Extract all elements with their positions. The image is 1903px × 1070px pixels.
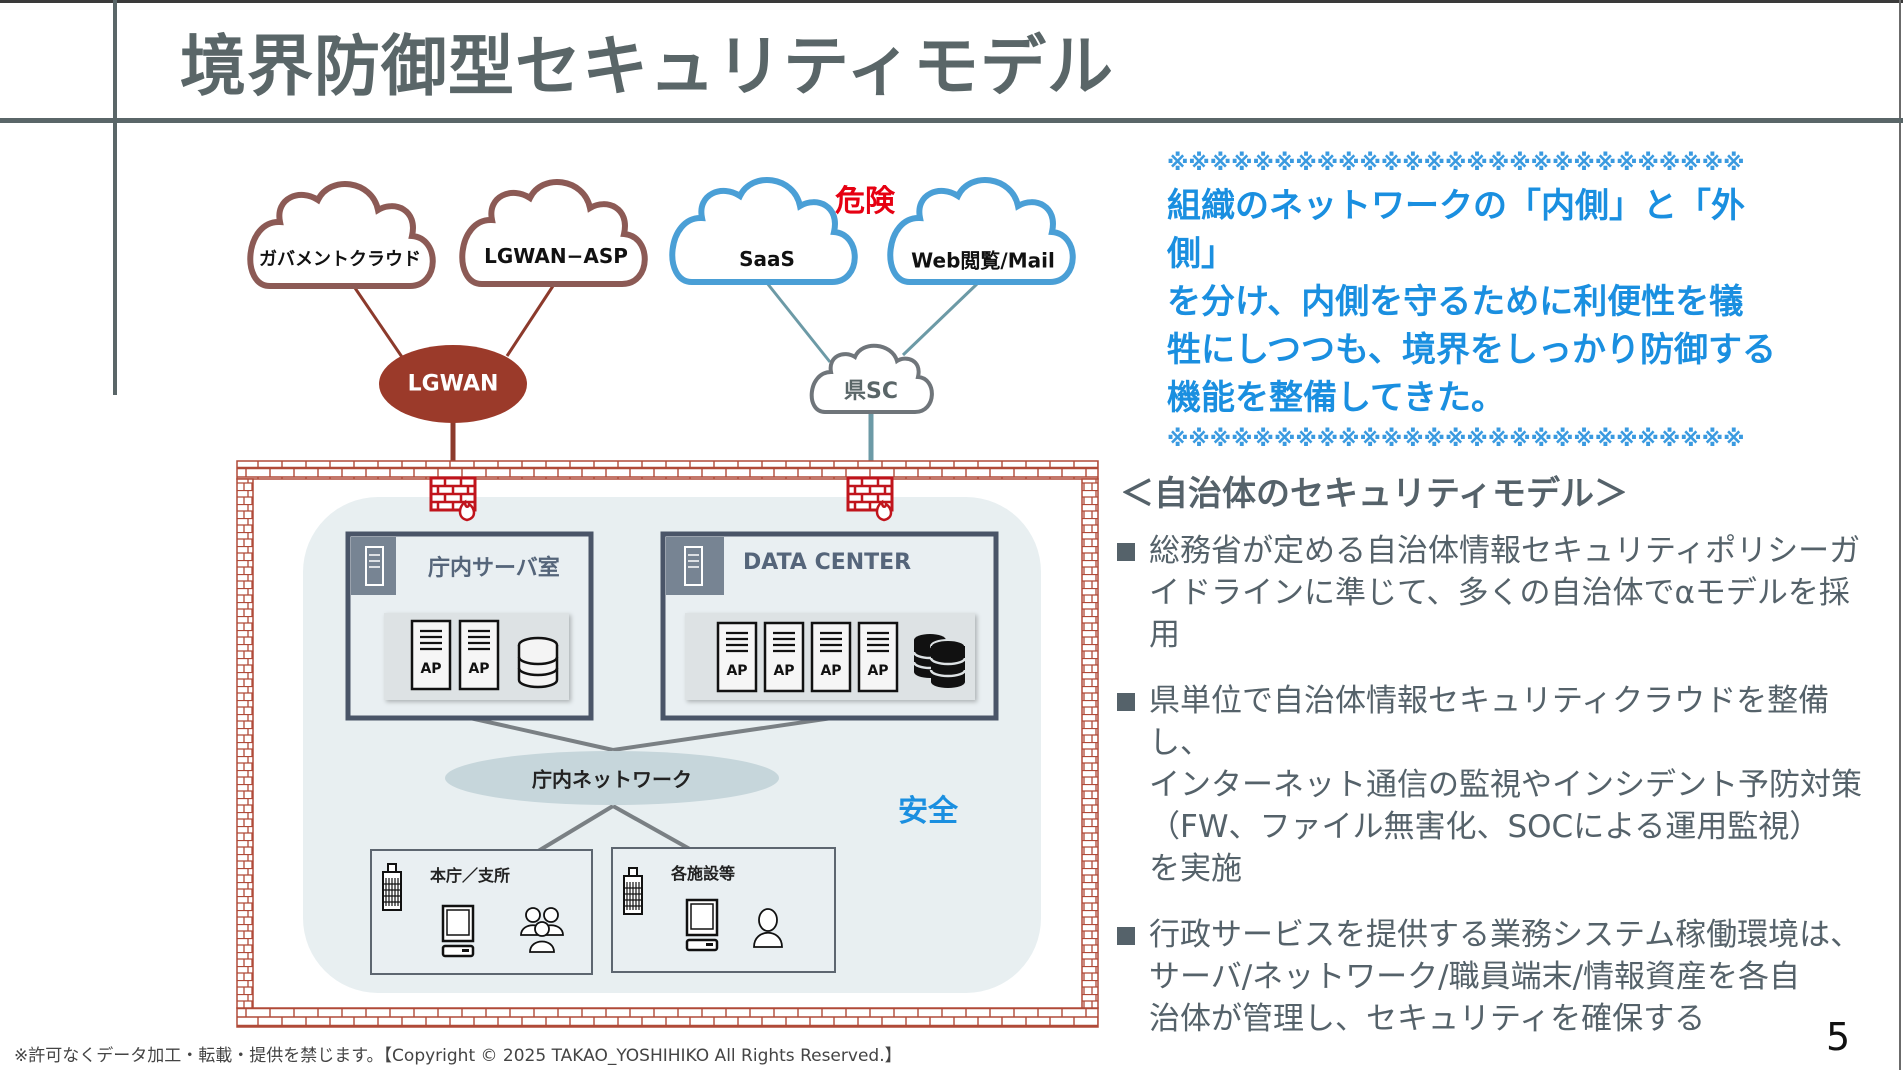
internal-network-node [445, 751, 779, 805]
group-users-icon [520, 907, 564, 953]
bullet-line: イドラインに準じて、多くの自治体でαモデルを採用 [1149, 575, 1850, 653]
bullet-line: 治体が管理し、セキュリティを確保する [1149, 1001, 1706, 1037]
internet-links [765, 281, 980, 462]
ap-server-label: AP [773, 663, 795, 679]
bullet-item: 総務省が定める自治体情報セキュリティポリシーガ イドラインに準じて、多くの自治体… [1117, 530, 1877, 656]
danger-label: 危険 [835, 184, 895, 219]
bullet-square-icon [1117, 693, 1135, 711]
callout-text: 組織のネットワークの「内側」と「外側」 を分け、内側を守るために利便性を犠 牲に… [1167, 182, 1787, 422]
bullet-item: 県単位で自治体情報セキュリティクラウドを整備し、 インターネット通信の監視やイン… [1117, 680, 1877, 890]
firewall-icon [429, 476, 477, 522]
bullet-square-icon [1117, 543, 1135, 561]
building-icon [382, 863, 402, 911]
lgwan-links [353, 285, 555, 462]
internal-network-label: 庁内ネットワーク [532, 767, 692, 792]
ap-server-label: AP [820, 663, 842, 679]
office-main-label: 本庁／支所 [430, 866, 511, 885]
ap-server-icon [716, 621, 758, 693]
ap-server-icon [458, 619, 500, 691]
callout-line: を分け、内側を守るために利便性を犠 [1167, 282, 1744, 322]
callout-border-bottom: ※※※※※※※※※※※※※※※※※※※※※※※※※※※ [1167, 427, 1745, 452]
bullet-list: 総務省が定める自治体情報セキュリティポリシーガ イドラインに準じて、多くの自治体… [1117, 530, 1877, 1064]
user-icon [753, 908, 783, 948]
lgwan-asp-cloud-label: LGWAN−ASP [484, 244, 628, 268]
pref-sc-cloud-shape [809, 343, 934, 414]
bullet-line: （FW、ファイル無害化、SOCによる運用監視） [1149, 809, 1821, 845]
bullet-line: を実施 [1149, 851, 1242, 887]
building-icon [623, 867, 643, 915]
copyright-footer: ※許可なくデータ加工・転載・提供を禁じます。【Copyright © 2025 … [14, 1046, 902, 1066]
database-icon [517, 636, 559, 689]
safe-label: 安全 [898, 794, 958, 829]
ap-server-icon [763, 621, 805, 693]
firewall-icon [846, 476, 894, 522]
section-heading: ＜自治体のセキュリティモデル＞ [1120, 474, 1628, 514]
saas-cloud-shape [669, 177, 858, 285]
ap-server-label: AP [420, 661, 442, 677]
bullet-square-icon [1117, 927, 1135, 945]
lgwan-node [379, 345, 527, 423]
top-border [0, 0, 1903, 3]
gov-cloud-shape [247, 181, 436, 289]
ap-server-icon [857, 621, 899, 693]
office-facilities-label: 各施設等 [671, 864, 736, 883]
ap-server-label: AP [468, 661, 490, 677]
bullet-line: 県単位で自治体情報セキュリティクラウドを整備し、 [1149, 683, 1830, 761]
right-border [1899, 0, 1901, 1070]
callout-line: 機能を整備してきた。 [1167, 378, 1505, 418]
bullet-line: 行政サービスを提供する業務システム稼働環境は、 [1149, 917, 1862, 953]
web-mail-cloud-label: Web閲覧/Mail [911, 248, 1055, 273]
left-vertical-rule [113, 0, 117, 395]
page-number: 5 [1826, 1015, 1851, 1059]
lgwan-asp-cloud-shape [459, 179, 648, 287]
callout-border-top: ※※※※※※※※※※※※※※※※※※※※※※※※※※※ [1167, 151, 1745, 176]
callout-line: 組織のネットワークの「内側」と「外側」 [1167, 186, 1745, 274]
computer-icon [685, 898, 719, 952]
page-title: 境界防御型セキュリティモデル [180, 28, 1115, 105]
saas-cloud-label: SaaS [739, 247, 795, 271]
title-underline [0, 118, 1903, 123]
gov-cloud-label: ガバメントクラウド [259, 249, 421, 270]
lgwan-label: LGWAN [407, 371, 499, 397]
ap-server-icon [810, 621, 852, 693]
bullet-line: サーバ/ネットワーク/職員端末/情報資産を各自 [1149, 959, 1801, 995]
ap-server-label: AP [867, 663, 889, 679]
office-box-facilities [611, 847, 836, 973]
ap-server-icon [410, 619, 452, 691]
computer-icon [441, 904, 475, 958]
ap-server-label: AP [726, 663, 748, 679]
bullet-item: 行政サービスを提供する業務システム稼働環境は、 サーバ/ネットワーク/職員端末/… [1117, 914, 1877, 1040]
bullet-line: 総務省が定める自治体情報セキュリティポリシーガ [1149, 533, 1861, 569]
web-mail-cloud-shape [887, 177, 1076, 285]
callout-box: ※※※※※※※※※※※※※※※※※※※※※※※※※※※ 組織のネットワークの「内… [1167, 150, 1787, 454]
callout-line: 牲にしつつも、境界をしっかり防御する [1167, 330, 1776, 370]
server-room-title: 庁内サーバ室 [428, 556, 560, 581]
bullet-line: インターネット通信の監視やインシデント予防対策 [1149, 767, 1862, 803]
brick-wall [236, 460, 1099, 1028]
data-center-title: DATA CENTER [743, 550, 912, 575]
pref-sc-label: 県SC [844, 379, 898, 404]
database-stack-icon [912, 634, 967, 688]
